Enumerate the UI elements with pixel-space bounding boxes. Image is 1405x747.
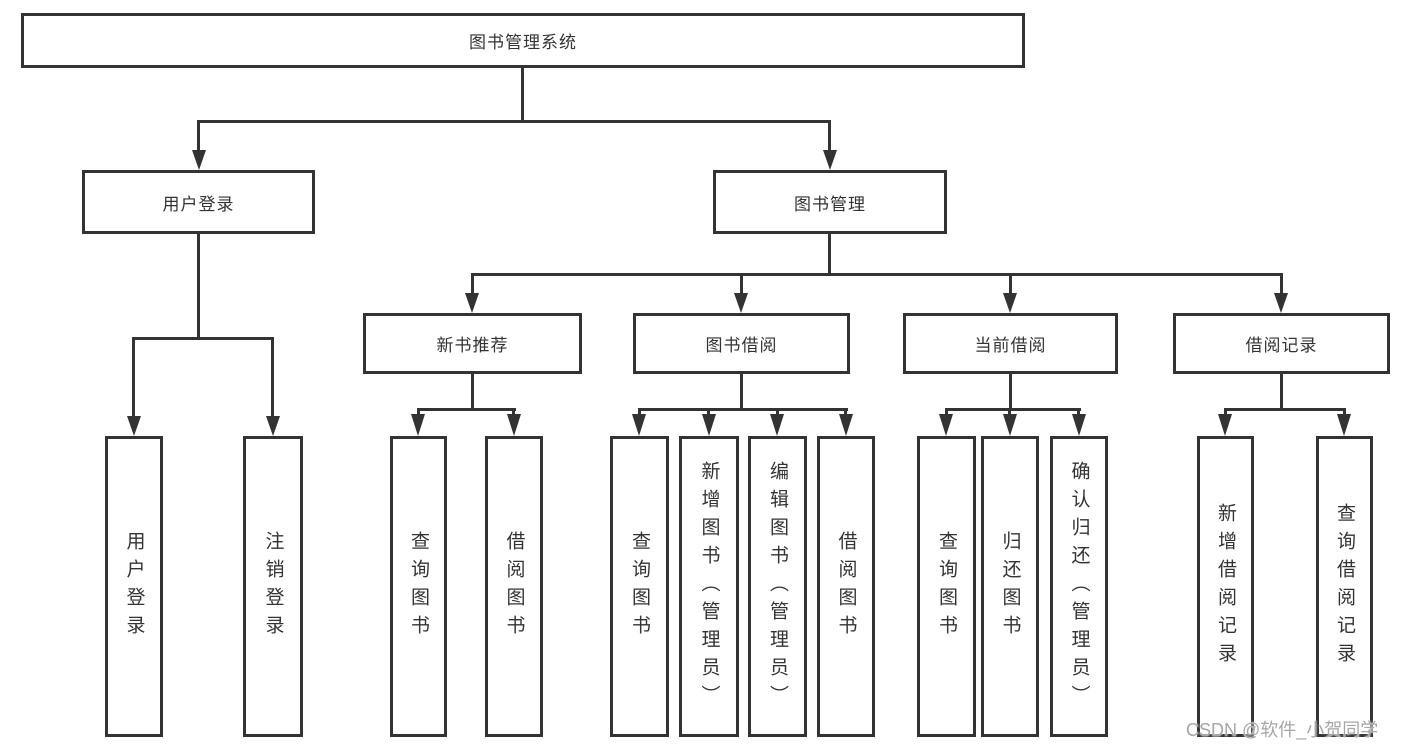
leaf-add-borrow-record-label: 新增借阅记录 [1215, 502, 1236, 671]
leaf-query-books-2: 查询图书 [610, 436, 669, 737]
connector-line [132, 337, 135, 416]
connector-line [828, 233, 831, 273]
connector-line [132, 337, 274, 340]
leaf-logout: 注销登录 [243, 436, 303, 737]
connector-line [638, 408, 641, 416]
leaf-user-login-label: 用户登录 [123, 530, 145, 643]
leaf-edit-book-admin: 编辑图书（管理员） [748, 436, 807, 737]
leaf-edit-book-admin-label: 编辑图书（管理员） [767, 460, 788, 713]
leaf-borrow-books-1: 借阅图书 [485, 436, 543, 737]
connector-line [1343, 408, 1346, 416]
connector-line [521, 68, 524, 120]
node-root: 图书管理系统 [21, 13, 1025, 68]
connector-line [740, 374, 743, 408]
leaf-query-borrow-record: 查询借阅记录 [1316, 436, 1373, 737]
connector-arrow-icon [939, 414, 953, 436]
connector-arrow-icon [127, 416, 141, 436]
connector-line [197, 233, 200, 337]
leaf-query-books-2-label: 查询图书 [629, 530, 650, 643]
connector-arrow-icon [465, 293, 479, 313]
node-book-borrowing-label: 图书借阅 [705, 336, 778, 355]
connector-arrow-icon [266, 416, 280, 436]
connector-line [828, 120, 831, 152]
connector-arrow-icon [839, 414, 853, 436]
connector-arrow-icon [823, 150, 837, 170]
connector-line [471, 273, 474, 295]
connector-arrow-icon [734, 293, 748, 313]
connector-line [945, 408, 948, 416]
node-borrow-records-label: 借阅记录 [1245, 336, 1318, 355]
connector-line [1280, 374, 1283, 408]
leaf-return-books: 归还图书 [981, 436, 1039, 737]
node-current-borrowing-label: 当前借阅 [974, 336, 1047, 355]
leaf-return-books-label: 归还图书 [999, 530, 1021, 643]
connector-line [197, 120, 200, 152]
connector-arrow-icon [632, 414, 646, 436]
node-user-login: 用户登录 [82, 170, 315, 234]
connector-line [740, 273, 743, 295]
leaf-add-book-admin-label: 新增图书（管理员） [698, 460, 720, 713]
connector-line [417, 408, 420, 416]
leaf-borrow-books-2: 借阅图书 [817, 436, 875, 737]
leaf-borrow-books-2-label: 借阅图书 [835, 530, 857, 643]
leaf-add-borrow-record: 新增借阅记录 [1197, 436, 1254, 737]
watermark: CSDN @软件_小贺同学 [1186, 720, 1379, 740]
connector-arrow-icon [411, 414, 425, 436]
leaf-confirm-return-admin-label: 确认归还（管理员） [1068, 460, 1090, 713]
connector-line [471, 374, 474, 408]
connector-line [945, 408, 1081, 411]
connector-line [471, 273, 1281, 276]
connector-line [197, 120, 831, 123]
connector-line [707, 408, 710, 416]
connector-arrow-icon [770, 414, 784, 436]
connector-line [417, 408, 516, 411]
connector-line [1224, 408, 1227, 416]
connector-line [512, 408, 515, 416]
connector-line [1280, 273, 1283, 295]
leaf-query-books-1: 查询图书 [390, 436, 447, 737]
connector-line [638, 408, 848, 411]
leaf-user-login: 用户登录 [105, 436, 163, 737]
connector-arrow-icon [702, 414, 716, 436]
connector-line [1009, 374, 1012, 408]
connector-arrow-icon [1072, 414, 1086, 436]
leaf-query-borrow-record-label: 查询借阅记录 [1334, 502, 1355, 671]
connector-arrow-icon [1274, 293, 1288, 313]
leaf-query-books-3-label: 查询图书 [936, 530, 957, 643]
node-new-book-recommend: 新书推荐 [363, 313, 582, 374]
connector-line [1077, 408, 1080, 416]
node-book-management: 图书管理 [713, 170, 947, 234]
node-book-borrowing: 图书借阅 [633, 313, 850, 374]
leaf-add-book-admin: 新增图书（管理员） [679, 436, 739, 737]
node-new-book-recommend-label: 新书推荐 [436, 336, 509, 355]
connector-arrow-icon [1337, 414, 1351, 436]
connector-line [271, 337, 274, 416]
connector-line [776, 408, 779, 416]
node-borrow-records: 借阅记录 [1173, 313, 1390, 374]
connector-arrow-icon [1003, 414, 1017, 436]
node-current-borrowing: 当前借阅 [903, 313, 1118, 374]
node-root-label: 图书管理系统 [469, 33, 577, 52]
leaf-borrow-books-1-label: 借阅图书 [503, 530, 525, 643]
connector-line [1009, 273, 1012, 295]
connector-arrow-icon [507, 414, 521, 436]
node-book-management-label: 图书管理 [794, 194, 866, 214]
connector-line [1224, 408, 1346, 411]
connector-arrow-icon [192, 150, 206, 170]
node-user-login-label: 用户登录 [162, 194, 235, 214]
leaf-confirm-return-admin: 确认归还（管理员） [1050, 436, 1108, 737]
connector-line [844, 408, 847, 416]
leaf-query-books-1-label: 查询图书 [408, 530, 429, 643]
connector-arrow-icon [1218, 414, 1232, 436]
leaf-query-books-3: 查询图书 [917, 436, 976, 737]
connector-arrow-icon [1003, 293, 1017, 313]
leaf-logout-label: 注销登录 [262, 530, 284, 643]
connector-line [1008, 408, 1011, 416]
